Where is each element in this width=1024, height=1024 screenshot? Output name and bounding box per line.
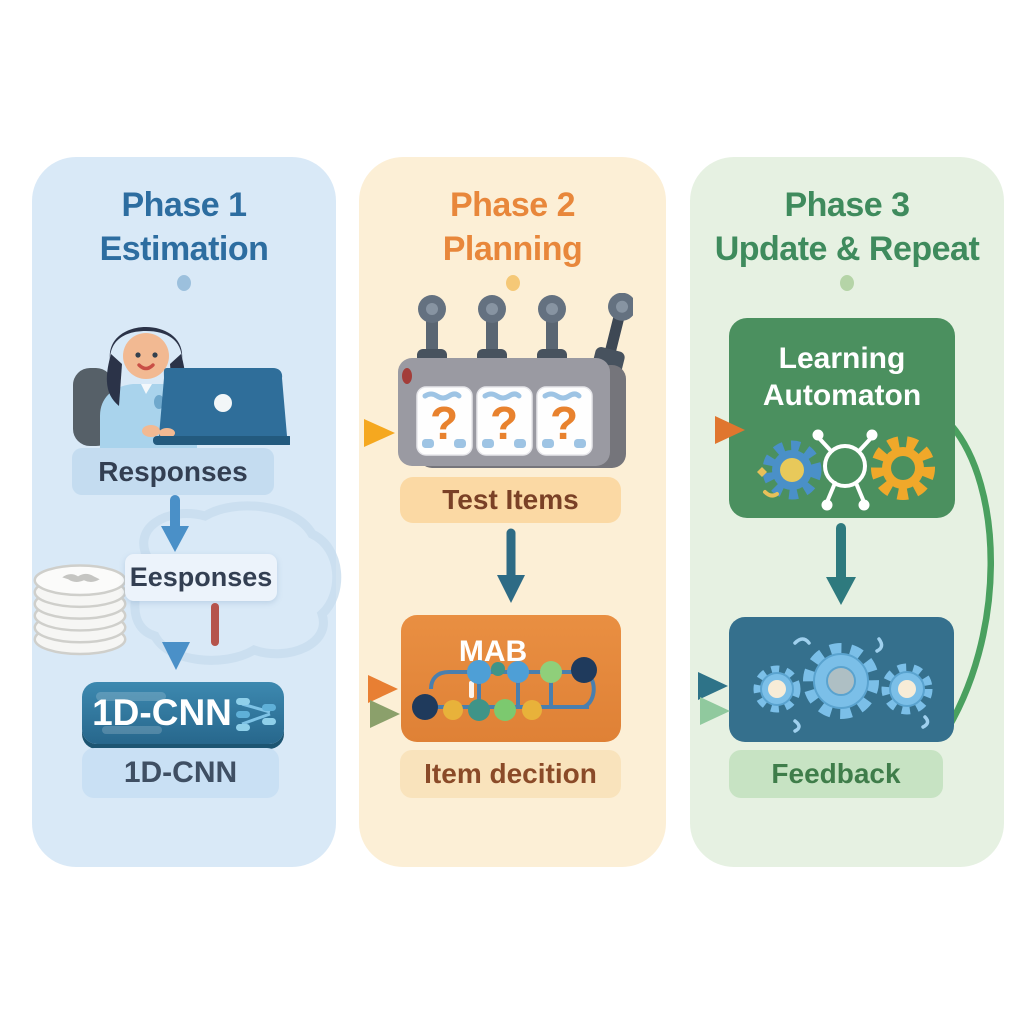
cnn-light-label: 1D-CNN	[123, 756, 238, 789]
learning-line2: Automaton	[762, 379, 922, 412]
phase3-dot	[840, 275, 854, 291]
automaton-gears-icon	[757, 429, 935, 511]
phase1-title-line1: Phase 1	[121, 186, 247, 224]
test-items-node: Test Items	[400, 477, 621, 523]
eesponses-node: Eesponses	[125, 554, 277, 601]
cnn-dark-label: 1D-CNN	[92, 692, 232, 733]
slot-machine-icon: ? ? ?	[398, 293, 633, 468]
person-at-laptop-icon	[73, 327, 290, 456]
small-gear-right-icon	[881, 663, 933, 715]
phase2-title: Phase 2 Planning	[359, 183, 666, 271]
phase2-title-line2: Planning	[442, 230, 583, 268]
question-card-icon: ?	[536, 386, 593, 456]
responses-node: Responses	[72, 448, 274, 495]
feedback-node: Feedback	[729, 750, 943, 798]
svg-text:?: ?	[490, 397, 518, 449]
cnn-light-node: 1D-CNN	[82, 748, 279, 798]
test-items-label: Test Items	[442, 484, 579, 515]
large-gear-icon	[803, 643, 879, 719]
mab-network-icon: MAB	[412, 635, 597, 721]
mab-node: MAB	[401, 615, 621, 742]
molecule-icon	[812, 429, 878, 511]
responses-label: Responses	[98, 455, 248, 487]
phase3-title: Phase 3 Update & Repeat	[690, 183, 1004, 271]
learning-automaton-label: Learning Automaton	[763, 340, 921, 414]
cnn-streak-decor	[96, 692, 166, 701]
phase3-title-line2: Update & Repeat	[714, 230, 980, 268]
learning-automaton-node: Learning Automaton	[729, 318, 955, 518]
phase2-dot	[505, 275, 520, 291]
phase3-title-line1: Phase 3	[784, 186, 910, 224]
phase1-title: Phase 1 Estimation	[32, 183, 336, 271]
cnn-streak-decor	[102, 726, 162, 734]
small-gear-left-icon	[753, 665, 801, 713]
svg-text:?: ?	[550, 397, 578, 449]
item-decition-node: Item decition	[400, 750, 621, 798]
phase2-title-line1: Phase 2	[449, 186, 576, 224]
eesponses-label: Eesponses	[129, 562, 273, 592]
red-tick-mark	[211, 603, 219, 646]
network-glyph-icon	[236, 698, 276, 731]
question-card-icon: ?	[476, 386, 533, 456]
feedback-gears-node	[729, 617, 954, 742]
item-decition-label: Item decition	[424, 758, 597, 789]
feedback-gears-icon	[753, 637, 933, 733]
learning-line1: Learning	[778, 342, 906, 375]
svg-text:?: ?	[430, 397, 458, 449]
cnn-dark-node: 1D-CNN	[82, 682, 284, 744]
yellow-gear-icon	[871, 436, 935, 500]
phase1-dot	[177, 275, 191, 291]
phase1-title-line2: Estimation	[99, 230, 269, 268]
feedback-label: Feedback	[771, 758, 901, 789]
question-card-icon: ?	[416, 386, 473, 456]
blue-gear-icon	[757, 440, 822, 500]
database-stack-icon	[33, 564, 127, 656]
